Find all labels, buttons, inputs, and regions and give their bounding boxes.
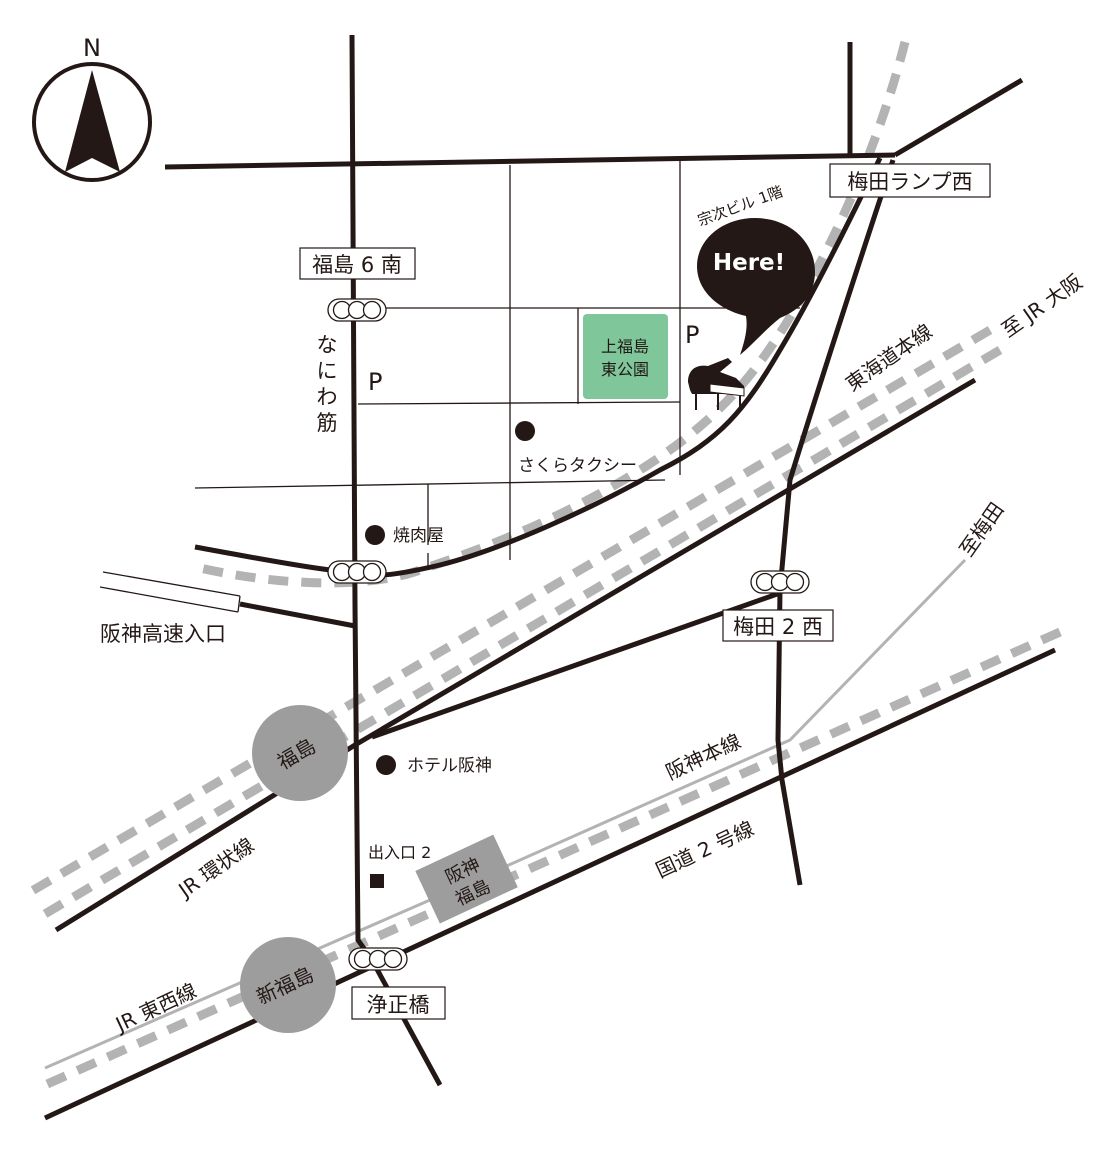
station-fukushima[interactable]: 福島 — [252, 705, 348, 801]
parking-icon: P — [685, 321, 699, 349]
label-route-2: 国道 2 号線 — [652, 816, 758, 882]
svg-text:焼肉屋: 焼肉屋 — [393, 526, 444, 546]
intersection-fukushima-6-minami: 福島 6 南 — [299, 247, 416, 280]
to-umeda-gray-line — [44, 558, 967, 1070]
svg-text:浄正橋: 浄正橋 — [367, 993, 430, 1017]
svg-text:ホテル阪神: ホテル阪神 — [407, 756, 492, 776]
exit-marker-icon — [370, 874, 384, 888]
tokaido-main-rail — [22, 326, 1003, 922]
label-hanshin-expressway-entrance: 阪神高速入口 — [100, 622, 226, 646]
intersection-umeda-ramp-nishi: 梅田ランプ西 — [829, 163, 991, 198]
traffic-signal-icon — [327, 560, 387, 584]
landmark-sakura-taxi: さくらタクシー — [515, 421, 637, 476]
traffic-signal-icon — [327, 298, 387, 322]
compass-north-icon: N — [32, 34, 152, 182]
svg-text:筋: 筋 — [317, 411, 338, 435]
here-marker[interactable]: Here! — [697, 218, 815, 355]
traffic-signal-icon — [750, 570, 810, 594]
park-kamifukushima-higashi: 上福島 東公園 — [583, 314, 668, 399]
station-shin-fukushima[interactable]: 新福島 — [240, 937, 336, 1033]
svg-text:出入口 2: 出入口 2 — [368, 843, 431, 862]
intersection-joshobashi: 浄正橋 — [351, 986, 446, 1020]
piano-icon — [688, 358, 745, 410]
exit-2: 出入口 2 — [368, 843, 431, 888]
svg-text:上福島: 上福島 — [601, 337, 649, 356]
intersection-umeda-2-nishi: 梅田 2 西 — [722, 609, 834, 642]
label-hanshin-main-line: 阪神本線 — [662, 729, 745, 785]
svg-text:梅田ランプ西: 梅田ランプ西 — [847, 170, 972, 194]
svg-text:さくらタクシー: さくらタクシー — [518, 456, 637, 476]
label-jr-loop-line: JR 環状線 — [172, 833, 258, 903]
street-label-naniwa-suji: な に わ 筋 — [317, 333, 338, 435]
label-to-umeda: 至梅田 — [954, 498, 1008, 561]
svg-text:な: な — [317, 333, 338, 357]
svg-text:に: に — [317, 359, 338, 383]
street-grid — [99, 160, 800, 613]
svg-text:梅田 2 西: 梅田 2 西 — [733, 615, 823, 639]
label-to-jr-osaka: 至 JR 大阪 — [997, 269, 1087, 342]
traffic-signal-icon — [348, 947, 408, 971]
landmark-yakiniku: 焼肉屋 — [365, 525, 444, 546]
landmark-hotel-hanshin: ホテル阪神 — [376, 755, 492, 776]
svg-text:N: N — [83, 34, 101, 62]
svg-text:東公園: 東公園 — [601, 360, 649, 379]
svg-text:わ: わ — [317, 385, 338, 409]
label-jr-tozai-line: JR 東西線 — [110, 978, 200, 1037]
parking-icon: P — [368, 368, 382, 396]
hanshin-main-rail — [43, 627, 1062, 1090]
svg-text:福島 6 南: 福島 6 南 — [312, 253, 402, 277]
svg-text:Here!: Here! — [713, 250, 785, 276]
